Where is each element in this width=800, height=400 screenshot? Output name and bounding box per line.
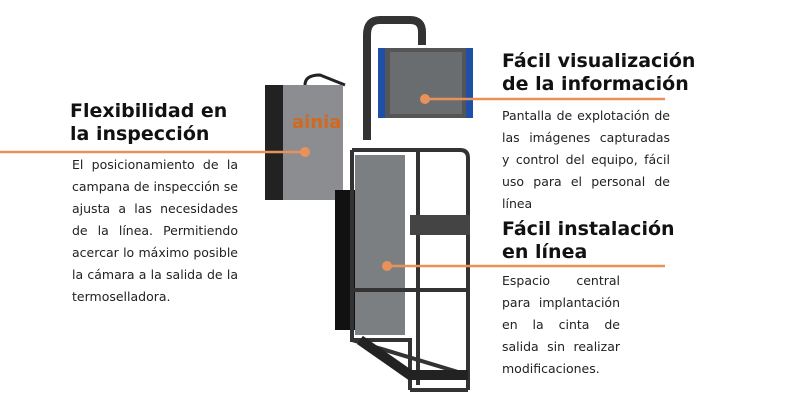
bottom-right-body: Espacio central para implantación en la … [502,273,620,376]
top-right-title-line2: de la información [502,73,689,95]
monitor [378,48,473,118]
top-right-body: Pantalla de explotación de las imágenes … [502,108,670,211]
left-title-line1: Flexibilidad en [70,100,228,122]
callout-dot-frame [382,261,392,271]
left-title-line2: la inspección [70,123,210,145]
bottom-right-title-line2: en línea [502,241,588,263]
callout-dot-monitor [420,94,430,104]
ainia-logo: ainia [292,112,342,133]
left-body: El posicionamiento de la campana de insp… [72,157,238,304]
bottom-right-title-line1: Fácil instalación [502,218,675,240]
inspection-hood [265,73,346,200]
frame [335,148,470,392]
callout-dot-hood [300,147,310,157]
top-right-title-line1: Fácil visualización [502,50,696,72]
